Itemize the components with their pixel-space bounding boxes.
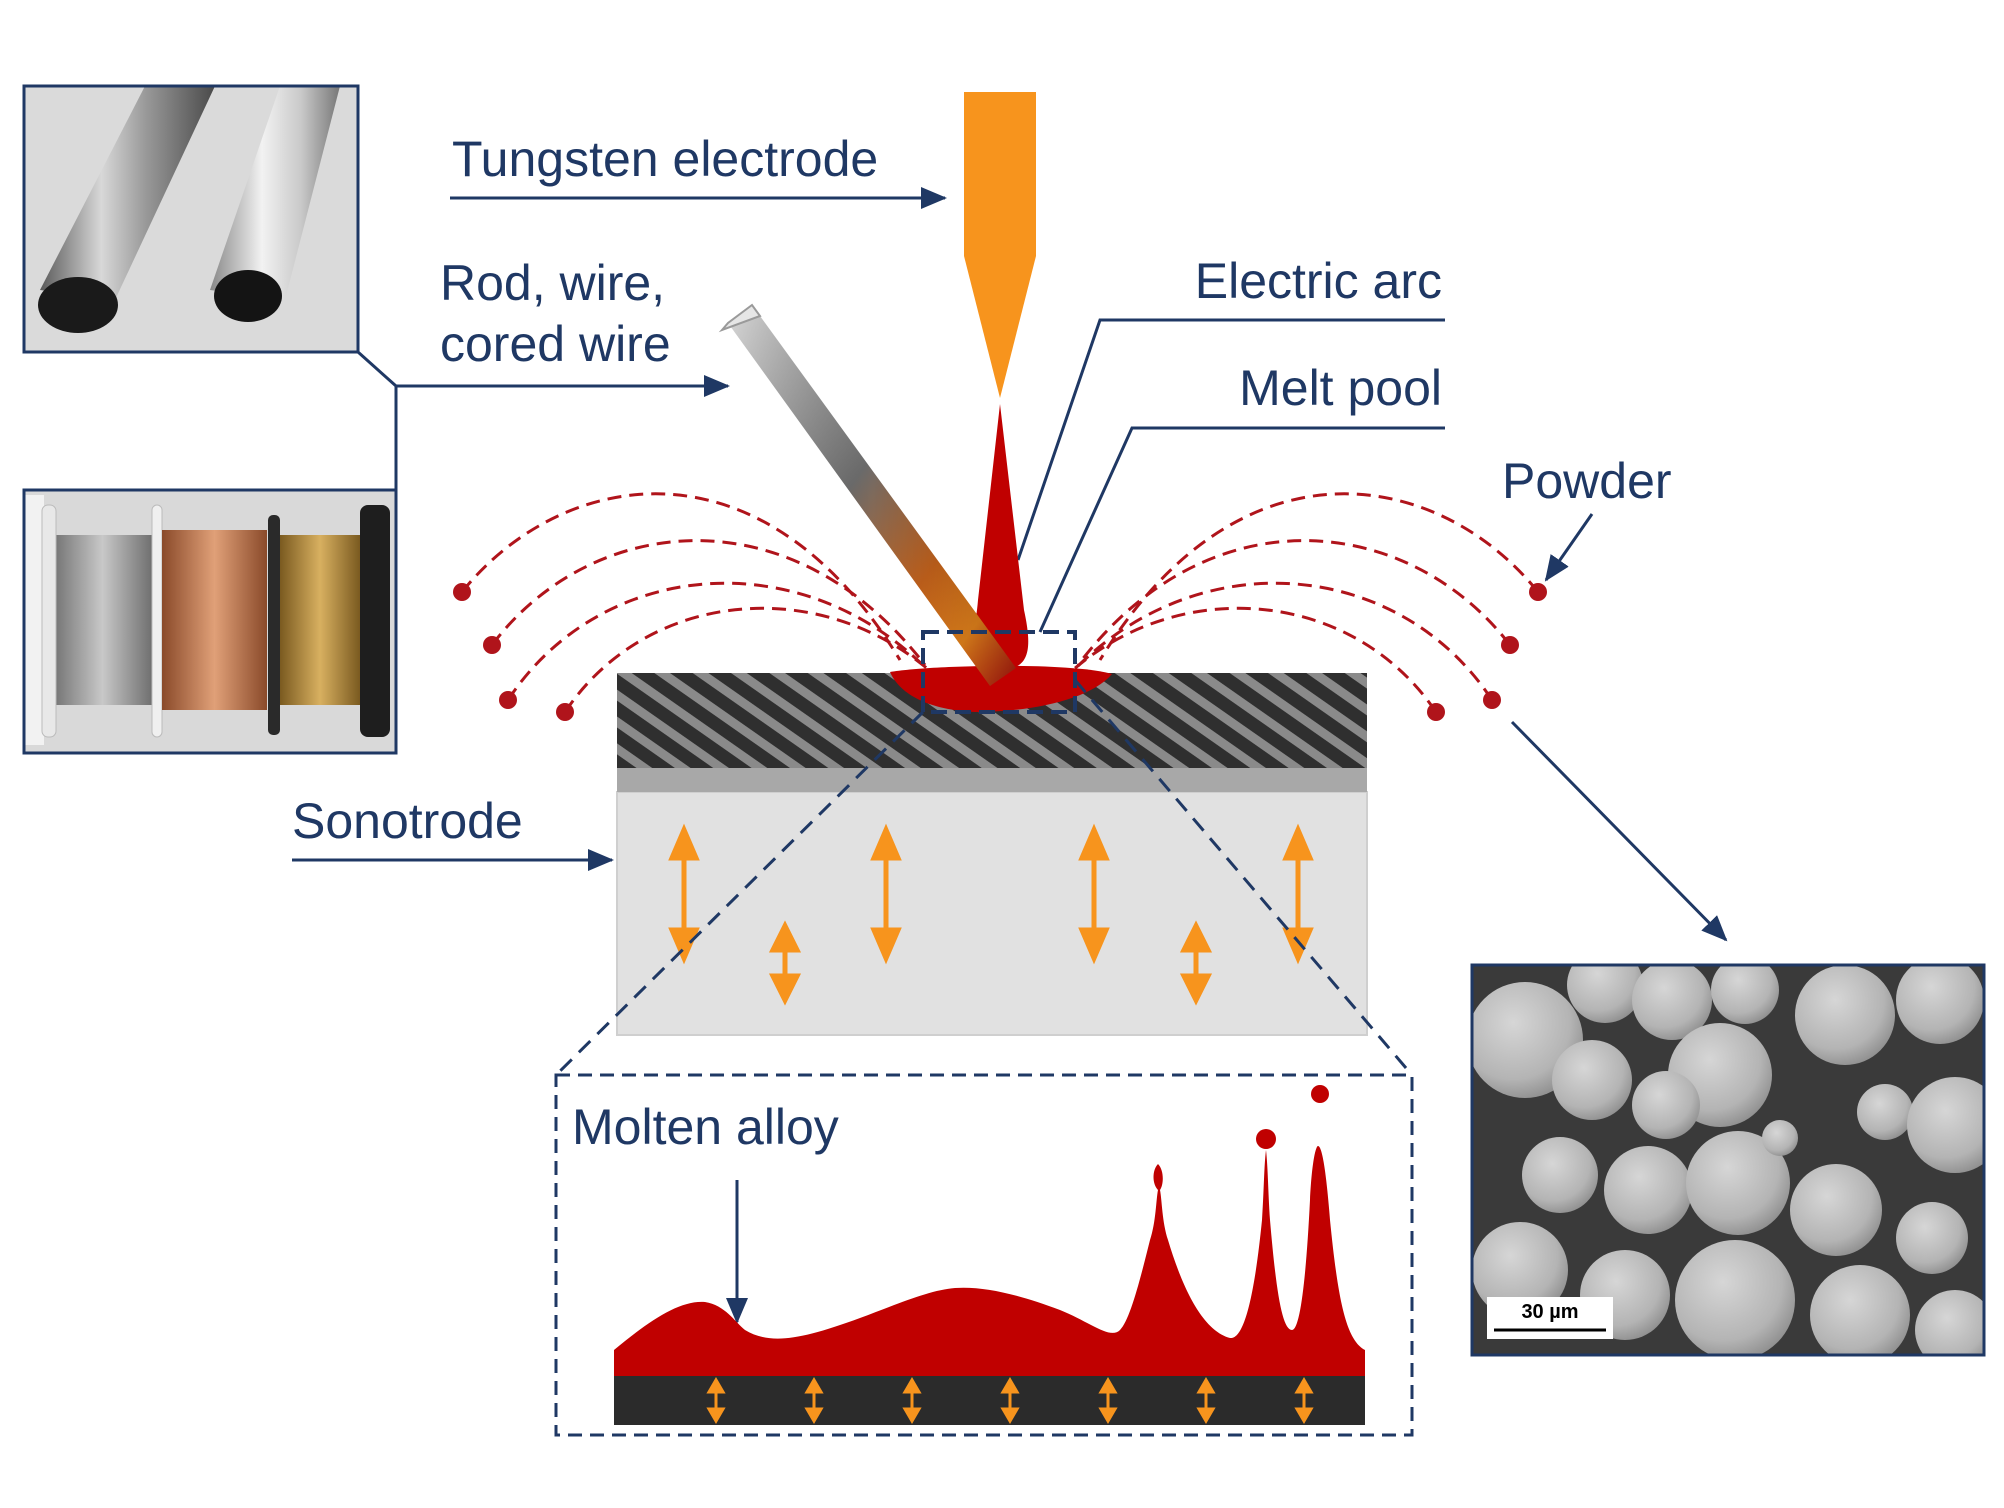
powder-particle (556, 703, 574, 721)
filler-rod (718, 303, 1016, 686)
powder-trajectories-left (460, 492, 942, 713)
powder-particle (1427, 703, 1445, 721)
powder-particle (1501, 636, 1519, 654)
melt-pool (890, 665, 1112, 712)
powder-particle (499, 691, 517, 709)
melt-pool-leader (1038, 426, 1445, 633)
vibration-arrow (668, 823, 700, 965)
inset-substrate (614, 1376, 1365, 1425)
vibration-arrow (1282, 823, 1314, 965)
vibration-arrow (1294, 1377, 1314, 1424)
rods-photo-frame (22, 84, 360, 354)
tungsten-electrode-label: Tungsten electrode (452, 131, 878, 187)
powder-trajectories-right (1060, 492, 1540, 713)
vibration-arrows (668, 823, 1314, 1006)
vibration-arrow (804, 1377, 824, 1424)
sonotrode-block (616, 791, 1368, 1036)
spools-photo (24, 490, 396, 753)
powder-particle (483, 636, 501, 654)
scale-bar-label: 30 µm (1521, 1301, 1578, 1323)
molten-alloy-label: Molten alloy (572, 1099, 839, 1155)
vibration-arrow (768, 920, 802, 1006)
rod-wire-label-line2: cored wire (440, 316, 671, 372)
photo-connector (356, 350, 730, 490)
vibration-arrow (1179, 920, 1213, 1006)
ejected-droplet (1256, 1129, 1276, 1149)
rod-wire-label-line1: Rod, wire, (440, 255, 665, 311)
vibration-arrow (706, 1377, 726, 1424)
powder-dots-left (453, 583, 574, 721)
vibration-arrow (1196, 1377, 1216, 1424)
vibration-arrow (902, 1377, 922, 1424)
vibration-arrow (870, 823, 902, 965)
rods-photo (24, 86, 358, 352)
powder-particle (1483, 691, 1501, 709)
tungsten-electrode (964, 92, 1036, 398)
powder-arrow (1544, 513, 1594, 582)
substrate-plate (617, 768, 1367, 792)
ejected-droplet (1311, 1085, 1329, 1103)
vibration-arrow (1000, 1377, 1020, 1424)
vibration-arrow (1098, 1377, 1118, 1424)
spools-photo-frame (22, 488, 398, 755)
inset-vibration-arrows (706, 1377, 1314, 1424)
electric-arc-label: Electric arc (1195, 253, 1442, 309)
vibration-arrow (1078, 823, 1110, 965)
sonotrode-label: Sonotrode (292, 793, 523, 849)
powder-particle (453, 583, 471, 601)
sem-powder-image: 30 µm (1472, 965, 1984, 1355)
powder-label: Powder (1502, 453, 1672, 509)
sem-arrow (1510, 720, 1728, 942)
electric-arc (971, 404, 1029, 671)
molten-alloy-wave (614, 1146, 1365, 1376)
electric-arc-leader (1016, 318, 1445, 561)
melt-pool-label: Melt pool (1239, 360, 1442, 416)
powder-dots-right (1427, 583, 1547, 721)
zoom-lines (554, 679, 1414, 1077)
sem-photo-frame (1470, 963, 1986, 1357)
powder-particle (1529, 583, 1547, 601)
zoom-box (921, 630, 1077, 714)
scale-bar-box (1487, 1297, 1613, 1339)
